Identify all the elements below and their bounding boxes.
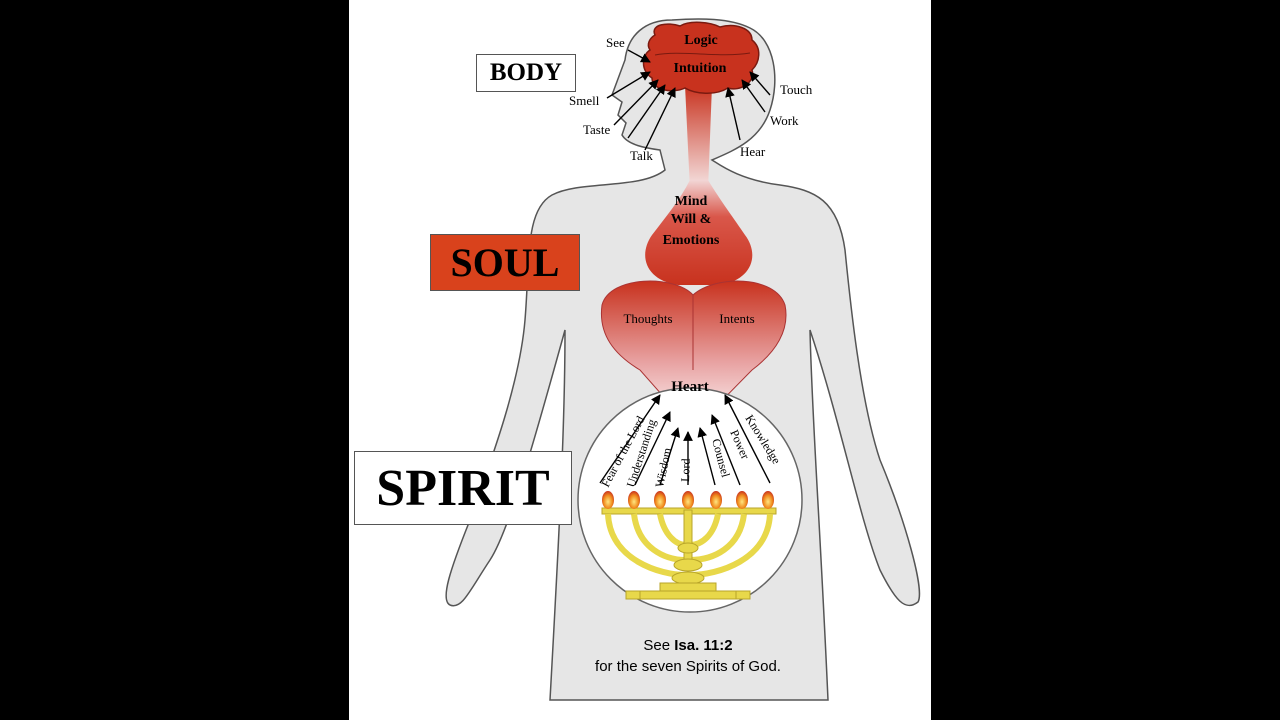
mind-bulb [645,180,753,285]
menorah [601,507,777,600]
sense-hear: Hear [740,144,766,159]
emotions-label: Emotions [663,233,720,248]
thoughts-label: Thoughts [623,311,672,326]
sense-talk: Talk [630,148,653,163]
intuition-label: Intuition [674,61,727,76]
spirit-label: SPIRIT [354,451,572,525]
brain-fold [654,52,751,56]
will-label: Will & [671,212,712,227]
spirit-lord: Lord [678,458,693,482]
heart-label: Heart [671,379,708,395]
sense-touch: Touch [780,82,813,97]
note-reference: Isa. 11:2 [674,637,733,654]
sense-see: See [606,35,625,50]
logic-label: Logic [684,33,717,48]
scripture-note-line2: for the seven Spirits of God. [595,658,781,675]
sense-work: Work [770,113,799,128]
sense-smell: Smell [569,93,600,108]
mind-label: Mind [675,194,708,209]
body-label: BODY [476,54,576,92]
menorah-flames [602,491,774,509]
intents-label: Intents [719,311,754,326]
neck-channel [685,85,712,190]
soul-label: SOUL [430,234,580,291]
sense-taste: Taste [583,122,610,137]
spirit-arrows [599,394,771,486]
scripture-note-line1: See Isa. 11:2 [548,637,828,654]
note-prefix: See [643,637,675,654]
sense-arrows [606,49,771,151]
